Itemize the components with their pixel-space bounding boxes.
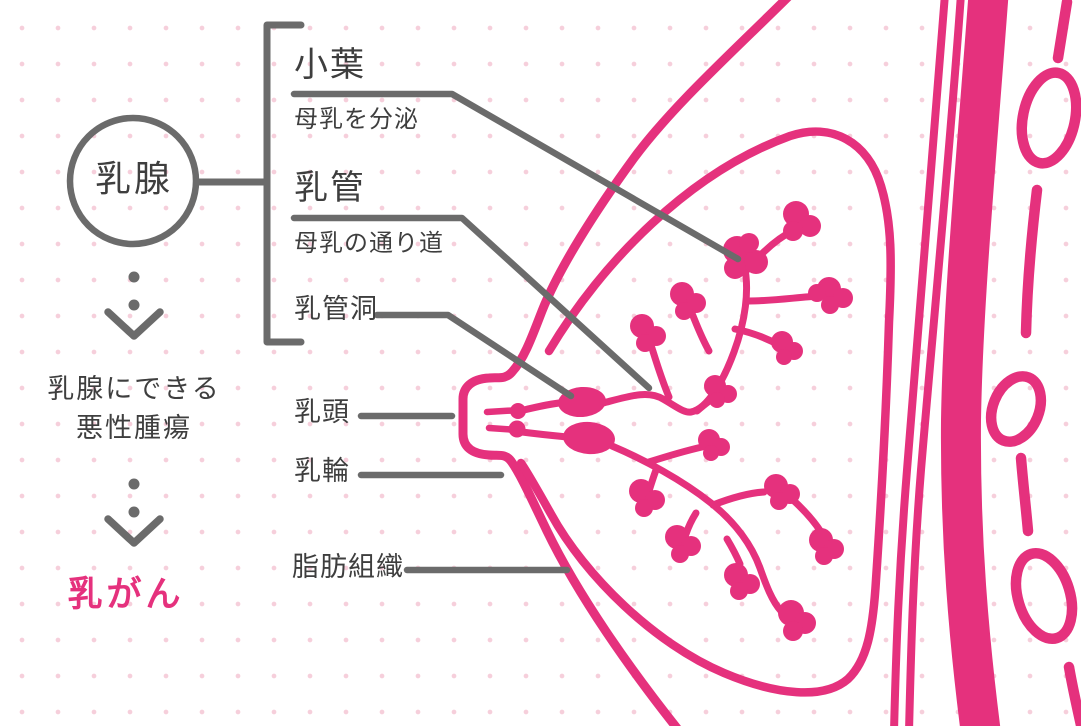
rib-ellipse bbox=[1010, 547, 1078, 645]
lobule-cluster bbox=[698, 429, 730, 461]
concept-node-label: 乳腺 bbox=[94, 159, 173, 200]
rib-dash bbox=[1052, 0, 1073, 64]
lobule-cluster bbox=[771, 331, 803, 365]
pectoral-muscle-band bbox=[940, 0, 1009, 726]
dotted-down-arrow-icon bbox=[104, 478, 164, 547]
lobule-cluster bbox=[809, 528, 844, 565]
gland-outline bbox=[516, 127, 895, 697]
rib-ellipse bbox=[1016, 67, 1081, 169]
lobule-cluster bbox=[724, 563, 760, 600]
duct-branch bbox=[788, 495, 825, 536]
rib-dash bbox=[1015, 452, 1034, 537]
lobule-cluster bbox=[630, 314, 666, 352]
milk-duct-lower bbox=[518, 428, 572, 441]
label-lactiferous-sinus: 乳管洞 bbox=[294, 294, 378, 325]
lobule-cluster bbox=[704, 375, 737, 408]
label-fat-tissue: 脂肪組織 bbox=[292, 552, 404, 583]
lobule-cluster bbox=[764, 474, 800, 510]
duct-branch bbox=[723, 535, 744, 568]
concept-definition-line2: 悪性腫瘍 bbox=[76, 413, 192, 444]
lobule-cluster bbox=[783, 201, 821, 241]
lactiferous-sinus-lower bbox=[563, 421, 615, 455]
chest-wall-line bbox=[890, 0, 949, 726]
milk-duct-upper-trunk bbox=[599, 260, 751, 416]
lobule-cluster bbox=[808, 277, 853, 314]
rib-dash bbox=[1020, 184, 1043, 339]
label-duct-desc: 母乳の通り道 bbox=[294, 229, 444, 257]
duct-branch bbox=[645, 443, 706, 466]
breast-outline bbox=[458, 0, 792, 726]
label-nipple: 乳頭 bbox=[294, 397, 350, 428]
concept-definition-line1: 乳腺にできる bbox=[47, 374, 221, 405]
lobule-cluster bbox=[670, 282, 706, 320]
leader-line-duct bbox=[290, 214, 653, 392]
lobule-cluster bbox=[778, 600, 816, 641]
duct-branch bbox=[647, 341, 673, 401]
duct-branch bbox=[682, 509, 700, 538]
bracket bbox=[263, 21, 305, 346]
leader-line-sinus bbox=[373, 311, 575, 400]
duct-branch bbox=[709, 488, 768, 509]
concept-result-label: 乳がん bbox=[67, 575, 185, 615]
label-lobule: 小葉 bbox=[294, 45, 366, 85]
label-lobule-desc: 母乳を分泌 bbox=[294, 105, 419, 133]
rib-dash bbox=[1063, 661, 1081, 726]
label-duct: 乳管 bbox=[294, 168, 366, 208]
label-areola: 乳輪 bbox=[294, 456, 350, 487]
rib-ellipse bbox=[985, 371, 1047, 447]
leader-line-lobule bbox=[290, 90, 742, 263]
duct-branch bbox=[687, 307, 713, 355]
duct-bead bbox=[508, 420, 526, 438]
lobule-cluster bbox=[629, 479, 665, 517]
dotted-down-arrow-icon bbox=[104, 271, 164, 340]
lobule-cluster bbox=[665, 525, 701, 563]
chest-wall-line bbox=[905, 0, 965, 726]
duct-bead bbox=[510, 403, 526, 419]
